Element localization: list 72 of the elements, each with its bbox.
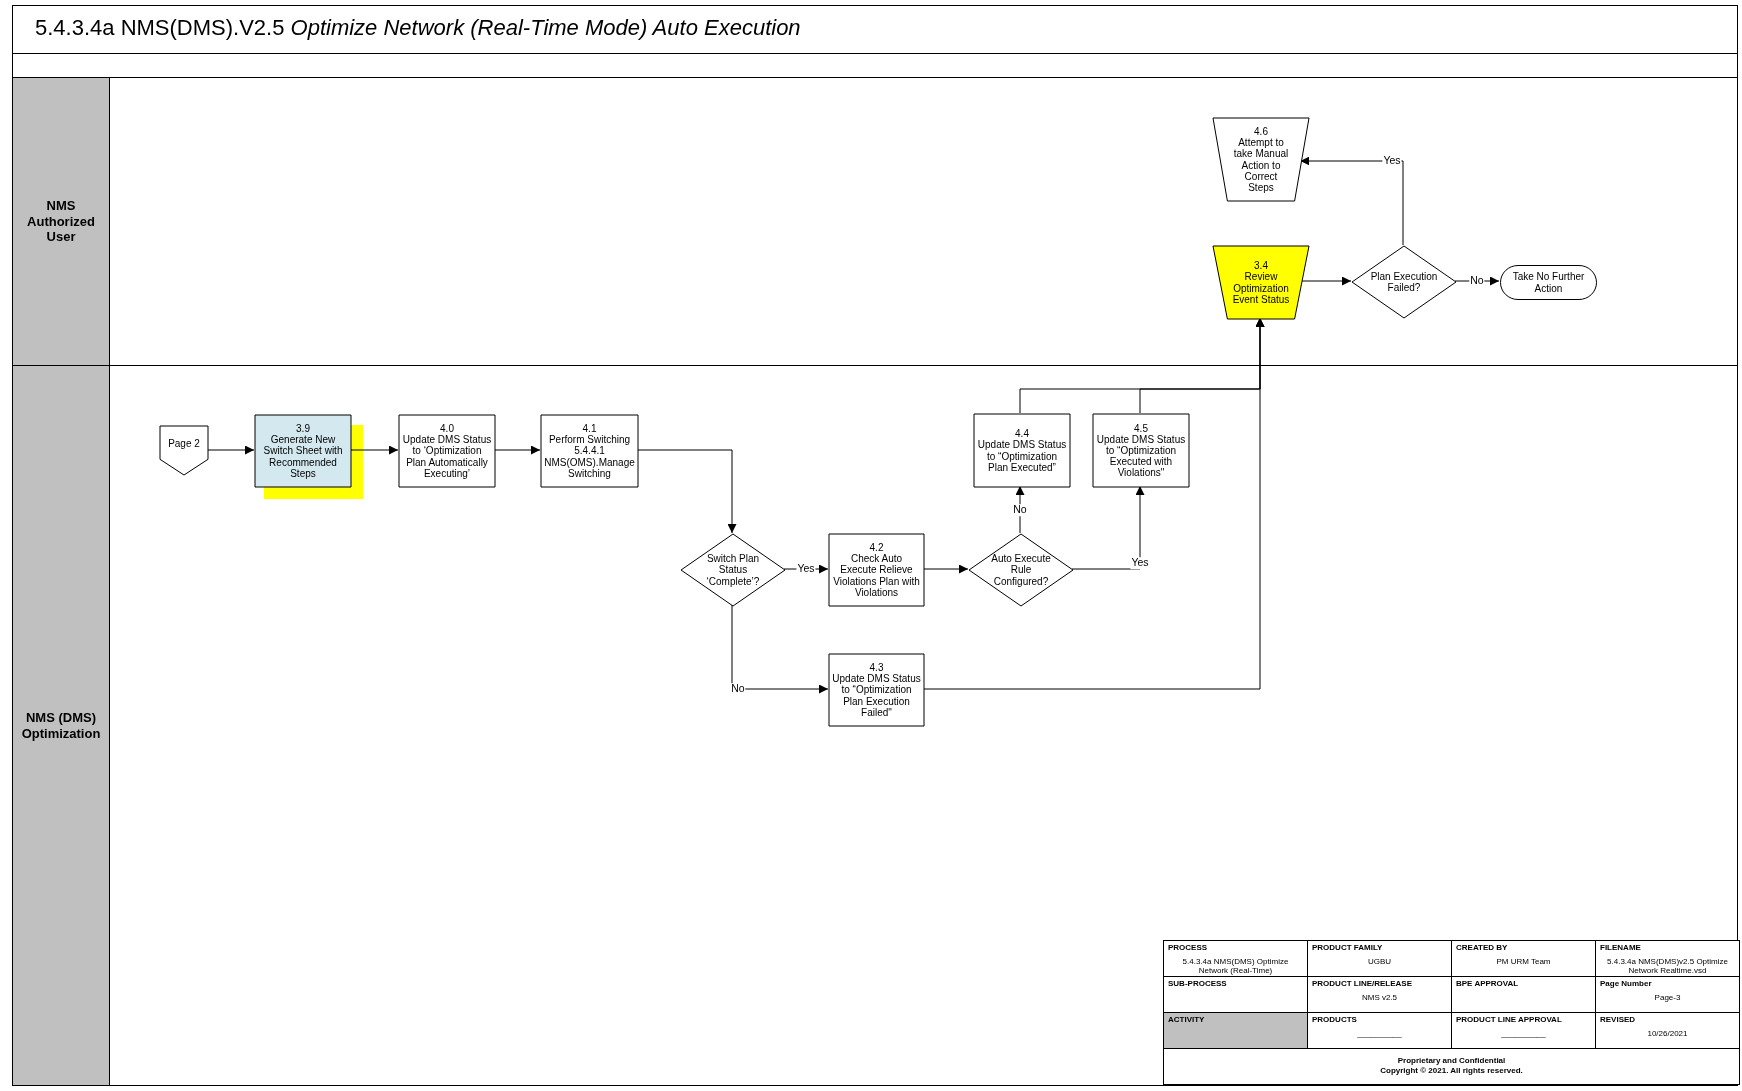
step-number: 4.6 [1254, 125, 1268, 138]
step-label: Update DMS Status to ‘Optimization Plan Automatically Executing’ [402, 434, 492, 479]
step-label: Review Optimization Event Status [1231, 271, 1291, 305]
step-label: Check Auto Execute Relieve Violations Plan with Violations [832, 553, 921, 598]
edge-label: Yes [796, 563, 816, 575]
edge-label: No [1469, 275, 1485, 287]
step-number: 3.9 [296, 423, 310, 435]
step-label: Update DMS Status to “Optimization Executed with Violations" [1096, 433, 1186, 479]
process-box [1093, 414, 1189, 487]
field-value: 10/26/2021 [1646, 1029, 1689, 1039]
process-box [829, 534, 924, 606]
node-label: Page 2 [168, 437, 200, 449]
process-box [541, 415, 638, 487]
process-box [974, 414, 1070, 487]
lane-header: NMS (DMS) Optimization [13, 366, 110, 1085]
edge-label: Yes [1382, 155, 1402, 167]
step-number: 4.2 [869, 542, 884, 554]
footer-note: Copyright © 2021. All rights reserved. [1379, 1066, 1524, 1077]
diagram-title: 5.4.3.4a NMS(DMS).V2.5 Optimize Network (Real-Time Mode) Auto Execution [12, 5, 1738, 54]
field-label: PRODUCTS [1312, 1015, 1357, 1024]
field-label: FILENAME [1600, 943, 1641, 952]
step-number: 4.5 [1134, 422, 1148, 434]
field-value: __________ [1500, 1029, 1547, 1039]
manual-operation-shape [1213, 246, 1309, 319]
field-value: Page-3 [1653, 993, 1682, 1003]
field-value: __________ [1356, 1029, 1403, 1039]
node-label: Auto Execute Rule Configured? [990, 553, 1052, 587]
field-label: REVISED [1600, 1015, 1636, 1024]
field-label: PRODUCT LINE APPROVAL [1456, 1015, 1562, 1024]
footer-note: Proprietary and Confidential [1396, 1056, 1507, 1067]
step-number: 4.0 [440, 423, 454, 435]
field-value: 5.4.3.4a NMS(DMS) Optimize Network (Real-Time) [1181, 957, 1290, 976]
step-label: Update DMS Status to “Optimization Plan Execution Failed" [832, 673, 921, 718]
lane-header: NMS Authorized User [13, 78, 110, 365]
field-label: CREATED BY [1456, 943, 1508, 952]
field-label: ACTIVITY [1168, 1015, 1205, 1024]
field-label: SUB-PROCESS [1168, 979, 1227, 988]
node-label: Take No Further Action [1511, 271, 1586, 294]
manual-operation-shape [1213, 118, 1309, 201]
node-label: Switch Plan Status ‘Complete’? [705, 553, 761, 587]
step-label: Update DMS Status to “Optimization Plan Executed” [977, 439, 1067, 473]
edge-label: No [1012, 504, 1028, 516]
field-label: PRODUCT FAMILY [1312, 943, 1383, 952]
arrow [731, 604, 829, 694]
swimlane [12, 77, 1738, 366]
decision-diamond [1352, 246, 1456, 318]
field-value: UGBU [1366, 957, 1393, 967]
field-label: PRODUCT LINE/RELEASE [1312, 979, 1412, 988]
step-label: Attempt to take Manual Action to Correct Steps [1232, 137, 1290, 194]
process-box [829, 654, 924, 726]
field-label: PROCESS [1168, 943, 1208, 952]
step-label: Generate New Switch Sheet with Recommended Steps [262, 434, 344, 479]
field-value: PM URM Team [1495, 957, 1552, 967]
field-value: NMS v2.5 [1360, 993, 1399, 1003]
decision-diamond [969, 534, 1073, 606]
step-number: 4.4 [1015, 428, 1029, 440]
field-label: Page Number [1600, 979, 1652, 988]
edge-label: Yes [1130, 557, 1150, 569]
terminator-shape [1500, 265, 1597, 300]
process-box [255, 415, 351, 487]
step-number: 3.4 [1254, 260, 1268, 272]
decision-diamond [681, 534, 785, 606]
off-page-connector [160, 426, 208, 475]
field-value: 5.4.3.4a NMS(DMS)v2.5 Optimize Network Realtime.vsd [1606, 957, 1729, 976]
swimlane [12, 365, 1738, 1086]
step-label: Perform Switching 5.4.4.1 NMS(OMS).Manage Switching [544, 434, 635, 479]
edge-label: No [730, 683, 746, 695]
process-box [399, 415, 495, 487]
field-label: BPE APPROVAL [1456, 979, 1519, 988]
step-number: 4.1 [582, 423, 597, 435]
node-label: Plan Execution Failed? [1369, 270, 1439, 294]
step-number: 4.3 [869, 662, 884, 674]
